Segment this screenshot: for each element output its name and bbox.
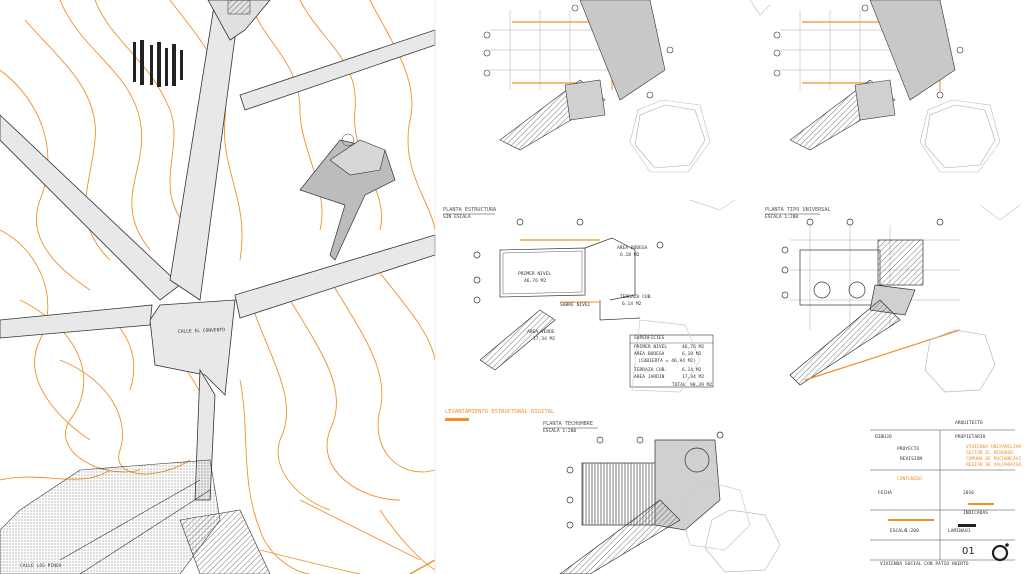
tb-escala: 1:200 [905,529,919,534]
table-row: AREA BODEGA 6,18 M2 [634,352,702,357]
room-primer-nivel-area: 46,76 M2 [524,279,547,284]
tb-indicadas: INDICADAS [963,511,988,516]
tb-lamina-label: LAMINA [948,529,965,534]
contour-lines [0,0,436,574]
room-area-verde: AREA VERDE [527,330,555,335]
tb-dibujo: DIBUJO [875,435,892,440]
street-label-b: CALLE LOS PINOS [20,564,62,569]
roof-scale: ESCALA 1:200 [543,429,577,434]
structure-plan [443,199,736,393]
roads [0,0,436,501]
roof-plan [543,427,781,574]
room-area-verde-val: 17,34 M2 [533,337,556,342]
table-row: AREA JARDIN 17,34 M2 [634,375,705,380]
top-right-plan [773,0,1001,173]
tb-lamina-value: 01 [965,529,971,534]
tb-propietario: PROPIETARIO [955,435,986,440]
table-row: TOTAL 90,39 M2 [672,383,713,388]
area-table-rows: PRIMER NIVEL 46,76 M2 AREA BODEGA 6,18 M… [634,345,713,391]
table-row: TERRAZA CUB. 6,14 M2 [634,368,702,373]
tb-fecha-label: FECHA [878,491,892,496]
tb-contenido: CONTENIDO [897,477,922,482]
room-area-bodega-val: 6,18 M2 [620,253,640,258]
tb-arquitecto: ARQUITECTO [955,421,983,426]
top-middle-plan [483,0,771,173]
universal-title: PLANTA TIPO UNIVERSAL [765,207,831,213]
tb-proyecto-line-3: COMUNA DE PUCHUNCAVI [966,457,1022,462]
site-legend [133,40,183,87]
table-row: (CUBIERTA = 46,94 M2) [638,359,697,364]
universal-plan [765,204,1021,393]
tb-proyecto-line-1: VIVIENDA UNIFAMILIAR [966,445,1022,450]
main-title: LEVANTAMIENTO ESTRUCTURAL DIGITAL [445,409,555,415]
tb-escala-label: ESCALA [890,529,907,534]
sheet-number: 01 [962,546,975,557]
universal-scale: ESCALA 1:200 [765,215,799,220]
title-block-frame [870,429,1015,562]
structure-scale: SIN ESCALA [443,215,471,220]
room-area-bodega: AREA BODEGA [617,246,648,251]
roof-title: PLANTA TECHUMBRE [543,421,593,427]
room-sobre-nivel: SOBRE NIVEL [560,303,591,308]
tb-fecha: 2016 [963,491,975,496]
room-terraza: TERRAZA CUB. [620,295,654,300]
tb-proyecto-label: PROYECTO [897,447,920,452]
main-title-bar [445,418,469,421]
room-primer-nivel: PRIMER NIVEL [518,272,552,277]
site-plan [0,0,436,574]
table-row: PRIMER NIVEL 46,76 M2 [634,345,705,350]
tb-revision: REVISION [900,457,923,462]
tb-footer-note: VIVIENDA SOCIAL CON PATIO HUERTO [880,562,969,567]
tb-proyecto-line-4: REGION DE VALPARAISO [966,463,1022,468]
area-table-header: SUPERFICIES [634,336,665,341]
site-house-footprint [299,133,396,261]
tb-proyecto-line-2: SECTOR EL MIRADOR [966,451,1014,456]
structure-title: PLANTA ESTRUCTURA [443,207,497,213]
room-terraza-val: 6,14 M2 [622,302,642,307]
